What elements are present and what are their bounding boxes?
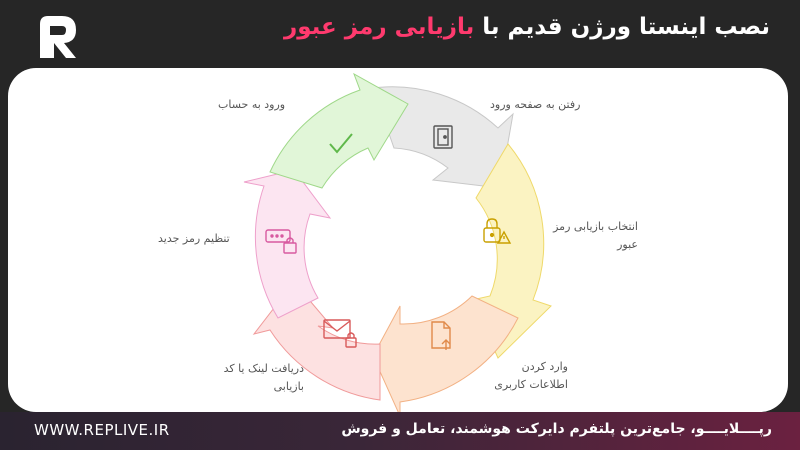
password-lock-icon — [265, 229, 297, 254]
cycle-segments — [243, 72, 552, 412]
step-label-document: وارد کردن اطلاعات کاربری — [494, 360, 568, 391]
diagram-card: رفتن به صفحه ورود انتخاب بازیابی رمز عبو… — [8, 68, 788, 412]
page-title: نصب اینستا ورژن قدیم با بازیابی رمز عبور — [284, 14, 770, 40]
door-icon — [433, 125, 453, 149]
step-label-password: تنظیم رمز جدید — [158, 232, 230, 245]
replive-logo — [40, 16, 76, 58]
mail-lock-icon — [323, 319, 357, 348]
segment-door — [372, 86, 514, 189]
segment-document — [372, 295, 519, 412]
website-link[interactable]: WWW.REPLIVE.IR — [34, 421, 170, 439]
segment-password — [243, 169, 332, 319]
lock-warning-icon — [483, 218, 512, 244]
segment-check — [269, 72, 409, 189]
header: نصب اینستا ورژن قدیم با بازیابی رمز عبور — [0, 0, 800, 70]
step-label-check: ورود به حساب — [218, 98, 286, 111]
document-upload-icon — [431, 321, 451, 350]
footer: WWW.REPLIVE.IR رپــــلایــــو، جامع‌ترین… — [0, 412, 800, 450]
cycle-diagram — [243, 72, 552, 412]
checkmark-icon — [329, 133, 353, 154]
step-label-lock-warning: انتخاب بازیابی رمز عبور — [553, 220, 638, 251]
step-label-mail: دریافت لینک یا کد بازیابی — [223, 362, 304, 393]
tagline: رپــــلایــــو، جامع‌ترین پلتفرم دایرکت … — [341, 421, 772, 437]
step-label-door: رفتن به صفحه ورود — [490, 98, 581, 111]
